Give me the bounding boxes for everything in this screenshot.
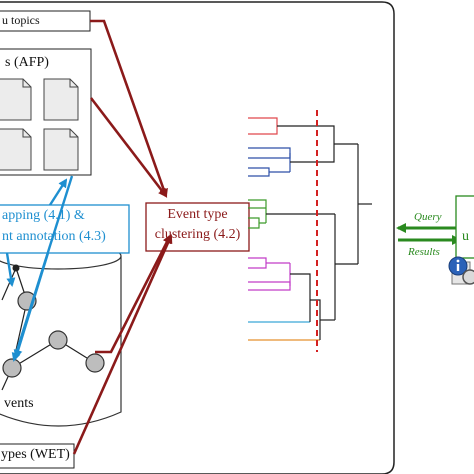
mapping-label-line2: nt annotation (4.3): [2, 229, 106, 244]
clustering-label-line1: Event type: [167, 207, 228, 222]
cluster-red: [248, 117, 278, 135]
graph-node: [2, 358, 22, 378]
user-box: [455, 195, 474, 259]
wet-label: ypes (WET): [1, 447, 70, 462]
wet-box: [0, 443, 75, 469]
document-icons: [0, 78, 79, 171]
results-label: Results: [408, 246, 440, 258]
graph-node: [48, 330, 68, 350]
document-icon: [0, 128, 32, 171]
user-label: u: [462, 229, 469, 244]
clustering-label-line2: clustering (4.2): [154, 227, 241, 242]
mapping-label-line1: apping (4.1) &: [2, 208, 85, 223]
document-icon: [43, 128, 79, 171]
topics-label: u topics: [2, 13, 40, 27]
info-icon: [448, 256, 474, 285]
cluster-magenta: [248, 257, 291, 291]
graph-node: [85, 353, 105, 373]
graph-nodes: [2, 291, 105, 378]
cluster-green: [248, 199, 267, 229]
main-frame: [0, 1, 395, 474]
graph-node-small: [12, 264, 20, 272]
mapping-arrows: [5, 175, 74, 362]
afp-label: s (AFP): [5, 55, 49, 70]
dendrogram: [248, 117, 372, 341]
document-icon: [0, 78, 32, 121]
events-label: vents: [4, 396, 34, 411]
input-arrows: [72, 19, 173, 455]
cluster-blue: [248, 147, 291, 177]
document-icon: [43, 78, 79, 121]
query-label: Query: [414, 211, 442, 223]
mapping-box: [0, 204, 130, 254]
